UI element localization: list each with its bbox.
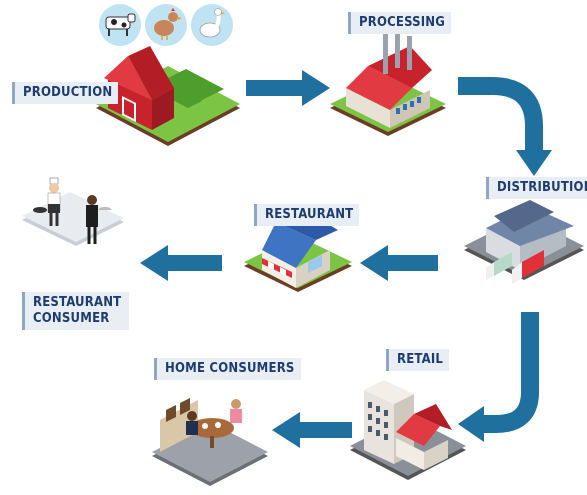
cow-icon — [99, 4, 141, 46]
home-consumers-illustration — [152, 398, 268, 486]
awning — [262, 258, 292, 278]
retail-illustration — [350, 380, 466, 480]
label-home-consumers: HOME CONSUMERS — [154, 358, 301, 380]
arrow-retail-to-home — [272, 412, 352, 448]
label-retail: RETAIL — [386, 349, 450, 371]
truck-red — [512, 250, 544, 284]
factory-illustration — [330, 30, 446, 136]
chicken-icon — [145, 4, 187, 46]
arrow-restaurant-to-consumer — [140, 245, 222, 281]
label-distribution: DISTRIBUTION — [486, 177, 587, 199]
label-restaurant-consumer-line1: RESTAURANT — [33, 295, 122, 310]
arrow-distribution-to-retail — [458, 312, 539, 442]
restaurant-consumer-illustration — [22, 177, 124, 246]
arrow-production-to-processing — [246, 70, 330, 106]
label-processing: PROCESSING — [348, 12, 452, 34]
goose-icon — [191, 4, 233, 46]
label-production: PRODUCTION — [12, 82, 119, 104]
flow-arrows — [140, 70, 552, 448]
warehouse-illustration — [464, 200, 584, 284]
label-restaurant-consumer-line2: CONSUMER — [33, 311, 110, 326]
label-restaurant: RESTAURANT — [254, 204, 360, 226]
waiter-figure — [86, 195, 112, 244]
arrow-distribution-to-restaurant — [360, 245, 438, 281]
label-restaurant-consumer: RESTAURANT CONSUMER — [22, 292, 129, 330]
arrow-processing-to-distribution — [458, 77, 552, 176]
restaurant-illustration — [244, 210, 352, 292]
chef-figure — [33, 177, 61, 226]
truck-green — [486, 252, 512, 280]
farm-illustration — [96, 46, 240, 146]
